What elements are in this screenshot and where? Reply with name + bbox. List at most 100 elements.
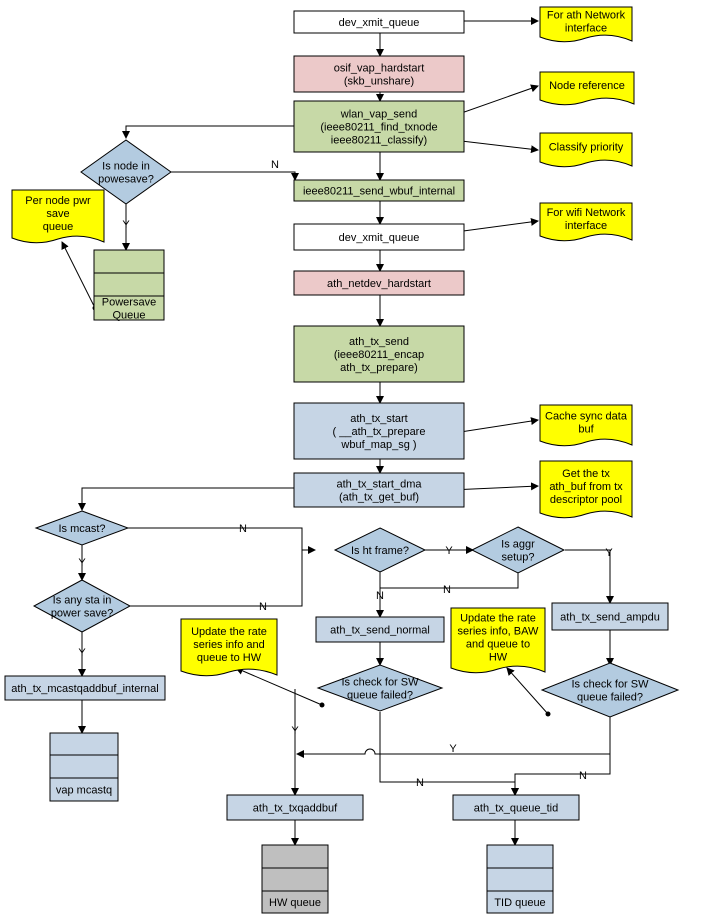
process-ath-tx-send-normal: ath_tx_send_normal [315,616,445,643]
shapes: dev_xmit_queue osif_vap_hardstart(skb_uns… [4,6,680,914]
note-get-tx-buf-text: Get the tx [562,468,610,480]
decision-is-aggr-setup-text: Is aggr [501,539,535,551]
edge-label-y-sw2: Y [449,743,457,755]
note-per-node-pwr-text: Per node pwr [25,195,91,207]
decision-is-node-in-powesave-text: Is node in [102,161,150,173]
connector-dot [545,711,551,717]
process-osif-vap-hardstart-text: (skb_unshare) [344,76,414,88]
queue-tid-queue-text: TID queue [494,897,545,909]
process-ath-tx-start-dma-text: (ath_tx_get_buf) [339,492,419,504]
connector-line [78,487,295,511]
edge-label-n-sta: N [259,601,267,613]
process-dev-xmit-queue-2-text: dev_xmit_queue [339,232,420,244]
process-ath-tx-send-text: ath_tx_prepare) [340,362,418,374]
process-ath-netdev-hardstart-text: ath_netdev_hardstart [327,278,431,290]
note-update-rate-2-text: Update the rate [460,613,536,625]
decision-is-check-sw-1-text: queue failed? [347,690,413,702]
connector-line [506,667,549,715]
connector-line [296,717,611,758]
process-ath-tx-queue-tid-text: ath_tx_queue_tid [474,803,558,815]
note-update-rate-1-text: queue to HW [197,652,262,664]
connector-dot [319,702,325,708]
process-ath-tx-queue-tid: ath_tx_queue_tid [452,794,580,821]
process-ath-tx-send-ampdu: ath_tx_send_ampdu [551,602,669,631]
note-per-node-pwr-text: queue [43,221,74,233]
connector-line [128,527,316,554]
connector-line [61,241,96,309]
process-wlan-vap-send: wlan_vap_send(ieee80211_find_txnodeieee8… [293,100,465,153]
process-dev-xmit-queue-2: dev_xmit_queue [293,223,465,251]
edge-label-y-sta: Y [78,647,86,659]
decision-is-check-sw-2-text: queue failed? [577,692,643,704]
connector-line [235,667,323,706]
process-wlan-vap-send-text: (ieee80211_find_txnode [320,122,437,134]
decision-is-ht-frame-text: Is ht frame? [351,545,409,557]
note-for-ath-network-text: interface [565,23,607,35]
process-ath-tx-send-text: ath_tx_send [349,336,409,348]
process-ath-tx-start-text: wbuf_map_sg ) [340,439,416,451]
connector-line [565,549,614,604]
note-update-rate-2-text: series info, BAW [458,626,540,638]
edge-label-n-aggr: N [443,584,451,596]
process-ath-tx-start-dma: ath_tx_start_dma(ath_tx_get_buf) [293,472,465,508]
note-update-rate-2-text: and queue to [466,639,530,651]
decision-is-check-sw-1-text: Is check for SW [341,677,419,689]
note-per-node-pwr-text: save [46,208,69,220]
note-node-reference: Node reference [539,71,635,106]
edge-label-y-ht: Y [445,545,453,557]
decision-is-mcast-text: Is mcast? [58,523,105,535]
edge-label-n-ht: N [376,590,384,602]
process-ieee80211-send-wbuf-internal-text: ieee80211_send_wbuf_internal [303,186,455,198]
queue-powersave-text: Powersave [102,297,156,309]
edge-label-y-mcast: Y [78,557,86,569]
process-ath-tx-send-ampdu-text: ath_tx_send_ampdu [560,612,660,624]
connector-line [122,125,295,139]
note-cache-sync-text: buf [578,424,594,436]
decision-is-node-in-powesave-text: powesave? [98,174,154,186]
note-update-rate-2-text: HW [489,652,508,664]
process-dev-xmit-queue-1-text: dev_xmit_queue [339,17,420,29]
process-osif-vap-hardstart: osif_vap_hardstart(skb_unshare) [293,55,465,93]
connector-line [130,550,303,607]
process-ath-tx-send: ath_tx_send(ieee80211_encapath_tx_prepar… [293,325,465,383]
connector-line [380,573,519,589]
process-ath-tx-txqaddbuf-text: ath_tx_txqaddbuf [253,803,338,815]
process-ath-tx-send-text: (ieee80211_encap [334,349,424,361]
queue-hw-queue: HW queue [261,844,329,914]
edge-label-n1: N [271,159,279,171]
process-ath-tx-start-text: ( __ath_tx_prepare [333,426,426,438]
process-ath-tx-send-normal-text: ath_tx_send_normal [330,625,430,637]
queue-tid-queue: TID queue [486,844,554,914]
queue-vap-mcastq-text: vap mcastq [56,785,112,797]
process-ath-netdev-hardstart: ath_netdev_hardstart [293,270,465,296]
note-update-rate-1-text: Update the rate [191,626,267,638]
edge-label-y-aggr: Y [605,547,613,559]
note-get-tx-buf-text: ath_buf from tx [549,481,623,493]
edge-label-n-sw2: N [579,770,587,782]
edge-label-n-sw1: N [416,777,424,789]
decision-is-check-sw-2-text: Is check for SW [571,679,649,691]
queue-vap-mcastq: vap mcastq [49,732,119,802]
edge-label-y-sw1: Y [291,725,299,737]
process-ath-tx-mcastqaddbuf-internal-text: ath_tx_mcastqaddbuf_internal [11,683,158,695]
process-wlan-vap-send-text: ieee80211_classify) [331,135,427,147]
note-cache-sync-text: Cache sync data [545,411,628,423]
queue-powersave-text: Queue [112,310,145,322]
decision-is-mcast: Is mcast? [34,510,130,546]
decision-is-aggr-setup-text: setup? [501,552,534,564]
decision-is-ht-frame: Is ht frame? [333,527,427,573]
queue-hw-queue-text: HW queue [269,897,321,909]
